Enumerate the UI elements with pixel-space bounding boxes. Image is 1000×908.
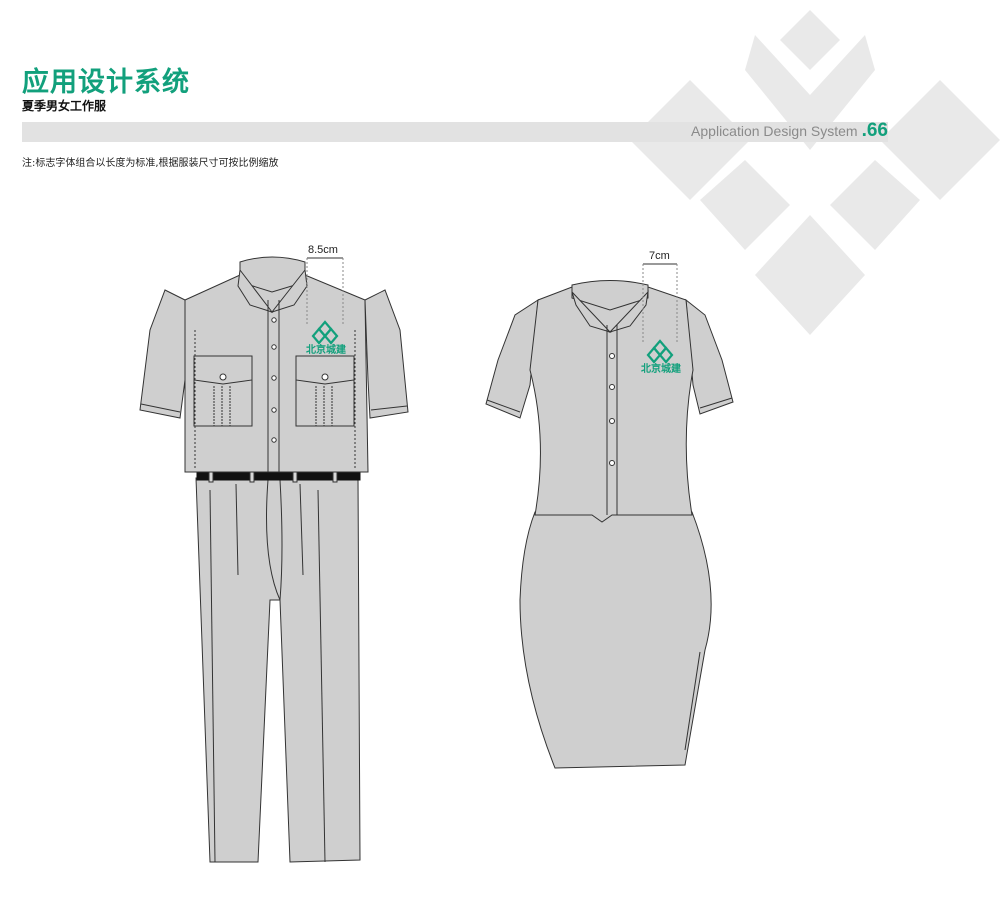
scaling-note: 注:标志字体组合以长度为标准,根据服装尺寸可按比例缩放 [22, 158, 279, 169]
male-logo-text: 北京城建 [306, 343, 347, 356]
female-right-sleeve [685, 298, 734, 415]
male-right-pocket [295, 355, 355, 427]
male-right-sleeve [364, 289, 409, 419]
female-uniform [485, 280, 734, 769]
female-skirt [519, 511, 712, 769]
female-collar [571, 280, 649, 311]
male-logo-dimension: 8.5cm [306, 244, 344, 326]
page-title: 应用设计系统 [22, 67, 190, 98]
female-logo-text: 北京城建 [641, 362, 682, 375]
female-blouse [529, 286, 694, 523]
female-logo: 北京城建 [641, 339, 682, 375]
page-subtitle: 夏季男女工作服 [22, 99, 107, 113]
male-logo: 北京城建 [306, 320, 347, 356]
female-logo-dimension: 7cm [642, 250, 678, 344]
male-trousers [195, 477, 361, 863]
male-left-sleeve [139, 289, 186, 419]
male-left-pocket [193, 355, 253, 427]
male-uniform [139, 256, 409, 863]
band-label: Application Design System .66 [691, 120, 888, 144]
female-left-sleeve [485, 299, 539, 419]
section-band [22, 122, 888, 142]
page-number: .66 [861, 120, 888, 141]
company-emblem-icon [646, 339, 674, 364]
male-logo-width-label: 8.5cm [308, 244, 338, 256]
band-system-label: Application Design System [691, 123, 858, 139]
male-collar [239, 256, 306, 293]
company-emblem-icon [311, 320, 339, 345]
female-logo-width-label: 7cm [649, 250, 670, 262]
